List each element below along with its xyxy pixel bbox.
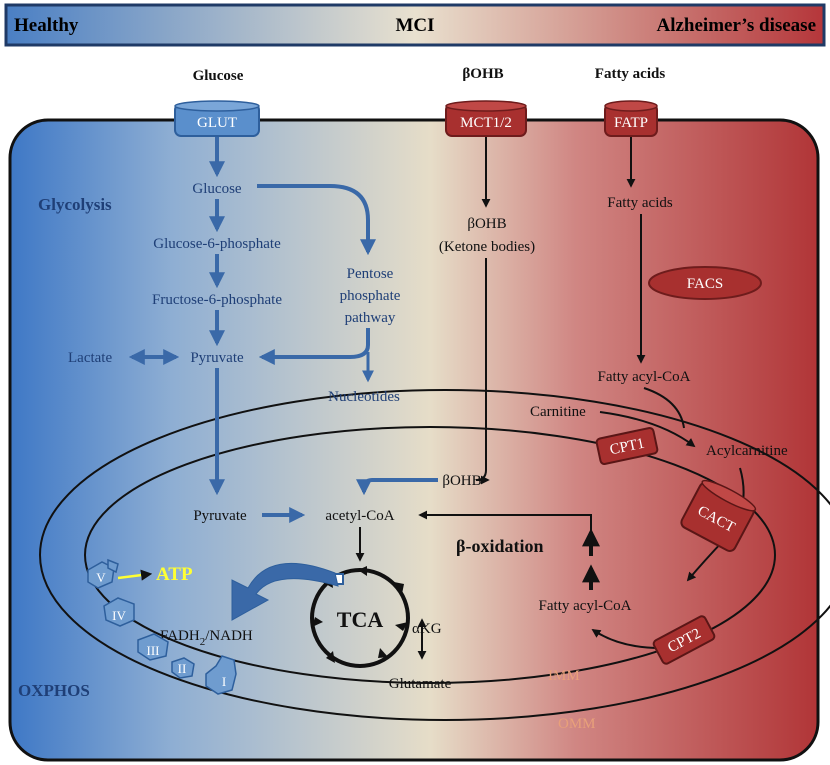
- omm-label: OMM: [558, 716, 596, 732]
- complex-ii: [171, 657, 195, 679]
- tca-to-oxphos-arrow: [231, 562, 339, 621]
- cpt2-enzyme: CPT2: [652, 615, 716, 665]
- svg-text:MCT1/2: MCT1/2: [460, 115, 512, 131]
- input-bohb: βOHB: [462, 66, 503, 82]
- cpt1-enzyme: CPT1: [595, 426, 659, 466]
- pyruvate-cytosol: Pyruvate: [190, 350, 244, 366]
- bohb-cytosol: βOHB: [467, 216, 506, 232]
- disease-gradient-bar: [4, 3, 826, 47]
- header-mci: MCI: [395, 15, 434, 36]
- pyruvate-mito: Pyruvate: [193, 508, 247, 524]
- glucose-6-phosphate: Glucose-6-phosphate: [153, 236, 281, 252]
- svg-text:GLUT: GLUT: [197, 115, 237, 131]
- svg-text:I: I: [222, 674, 226, 689]
- ketone-arrows: [356, 137, 491, 496]
- inner-mito-membrane: [84, 426, 776, 684]
- ketone-bodies: (Ketone bodies): [439, 239, 535, 255]
- svg-text:FATP: FATP: [614, 115, 648, 131]
- lactate: Lactate: [68, 350, 112, 366]
- complex-iv: [103, 597, 135, 627]
- beta-oxidation-label: β-oxidation: [456, 536, 544, 556]
- mct-transporter: MCT1/2: [445, 100, 527, 137]
- acetyl-coa: acetyl-CoA: [325, 508, 394, 524]
- alpha-ketoglutarate: αKG: [412, 621, 442, 637]
- acylcarnitine: Acylcarnitine: [706, 443, 788, 459]
- svg-text:III: III: [147, 643, 160, 658]
- complex-iii: [137, 633, 169, 661]
- facs-enzyme: FACS: [648, 266, 762, 300]
- bohb-mito: βOHB: [442, 473, 481, 489]
- svg-text:IV: IV: [112, 608, 126, 623]
- glut-transporter: GLUT: [174, 100, 260, 137]
- ppp-line-3: pathway: [345, 310, 396, 326]
- glycolysis-arrows: [128, 137, 376, 496]
- fatp-transporter: FATP: [604, 100, 658, 137]
- input-fatty-acids: Fatty acids: [595, 66, 666, 82]
- svg-text:II: II: [178, 661, 187, 676]
- fatty-acids-cytosol: Fatty acids: [607, 195, 673, 211]
- svg-text:TCA: TCA: [337, 607, 384, 632]
- complex-i: [205, 655, 237, 695]
- carnitine: Carnitine: [530, 404, 586, 420]
- oxphos-complexes: [87, 558, 237, 695]
- svg-text:CPT1: CPT1: [608, 436, 646, 459]
- fadh-nadh: FADH2/NADH: [160, 628, 253, 648]
- ppp-line-1: Pentose: [347, 266, 394, 282]
- svg-text:FACS: FACS: [687, 276, 723, 292]
- atp-arrow: [117, 569, 153, 581]
- fructose-6-phosphate: Fructose-6-phosphate: [152, 292, 282, 308]
- ppp-line-2: phosphate: [340, 288, 401, 304]
- cell-body: [8, 118, 820, 762]
- header-healthy: Healthy: [14, 15, 79, 36]
- outer-mito-membrane: [39, 389, 830, 721]
- oxphos-label: OXPHOS: [18, 681, 90, 700]
- header-alzheimers: Alzheimer’s disease: [656, 15, 816, 36]
- svg-text:V: V: [96, 570, 106, 585]
- imm-label: IMM: [548, 668, 580, 684]
- nucleotides: Nucleotides: [328, 389, 400, 405]
- glucose-cytosol: Glucose: [192, 181, 241, 197]
- atp-label: ATP: [156, 564, 193, 585]
- glycolysis-title: Glycolysis: [38, 195, 112, 214]
- fatty-acyl-coa-cytosol: Fatty acyl-CoA: [598, 369, 691, 385]
- mito-arrows: [262, 507, 427, 660]
- cact-transporter: CACT: [680, 479, 757, 552]
- complex-labels: V IV III II I: [96, 570, 226, 689]
- input-glucose: Glucose: [193, 68, 244, 84]
- fatty-acyl-coa-mito: Fatty acyl-CoA: [539, 598, 632, 614]
- glutamate: Glutamate: [389, 676, 452, 692]
